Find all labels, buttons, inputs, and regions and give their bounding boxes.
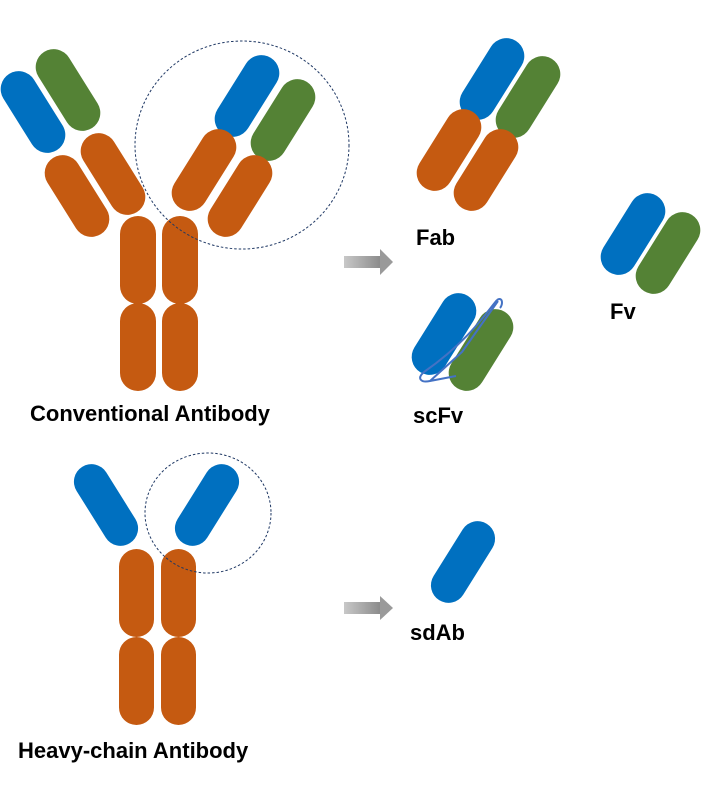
fv-vl-domain <box>635 212 701 294</box>
left-arm-ch1-domain <box>44 155 110 237</box>
scfv-fragment <box>411 293 514 391</box>
heavy-chain-antibody-label: Heavy-chain Antibody <box>18 738 249 763</box>
hcab-right-vhh-domain <box>174 464 240 546</box>
arrow-conventional-to-fragments <box>344 249 393 275</box>
left-arm-vl-domain <box>35 49 101 131</box>
left-arm-cl-domain <box>80 133 146 215</box>
hcab-left-vhh-domain <box>73 464 139 546</box>
left-arm-vh-domain <box>0 71 66 153</box>
right-arm-ch1-domain <box>171 129 237 211</box>
scfv-peptide-linker <box>419 298 503 383</box>
hcab-ch2-right <box>161 549 196 637</box>
fc-domain-ch3-left <box>120 303 156 391</box>
heavy-chain-antibody <box>73 452 272 725</box>
fab-vl-domain <box>495 56 561 138</box>
arrow-shaft <box>344 602 380 614</box>
right-arm-vh-domain <box>214 55 280 137</box>
hcab-ch3-right <box>161 637 196 725</box>
fab-vh-domain <box>459 38 525 120</box>
hcab-ch2-left <box>119 549 154 637</box>
fc-domain-ch3-right <box>162 303 198 391</box>
sdab-label: sdAb <box>410 620 465 645</box>
arrow-shaft <box>344 256 380 268</box>
conventional-antibody <box>0 40 350 391</box>
sdab-fragment <box>430 521 496 603</box>
arrow-head-icon <box>380 249 393 275</box>
right-arm-cl-domain <box>207 155 273 237</box>
fab-label: Fab <box>416 225 456 250</box>
arrow-hcab-to-sdab <box>344 596 393 620</box>
scfv-label: scFv <box>413 403 464 428</box>
fc-domain-ch2-right <box>162 216 198 304</box>
conventional-antibody-label: Conventional Antibody <box>30 401 270 426</box>
scfv-vl-domain <box>448 309 514 391</box>
hcab-ch3-left <box>119 637 154 725</box>
fv-fragment <box>600 193 701 294</box>
right-arm-vl-domain <box>250 79 316 161</box>
fc-domain-ch2-left <box>120 216 156 304</box>
vhh-highlight-circle <box>144 452 272 574</box>
arrow-head-icon <box>380 596 393 620</box>
fv-vh-domain <box>600 193 666 275</box>
fab-ch1-domain <box>416 109 482 191</box>
sdab-vhh-domain <box>430 521 496 603</box>
fab-highlight-circle <box>134 40 350 250</box>
fab-cl-domain <box>453 129 519 211</box>
scfv-vh-domain <box>411 293 477 375</box>
fv-label: Fv <box>610 299 636 324</box>
fab-fragment <box>416 38 561 211</box>
